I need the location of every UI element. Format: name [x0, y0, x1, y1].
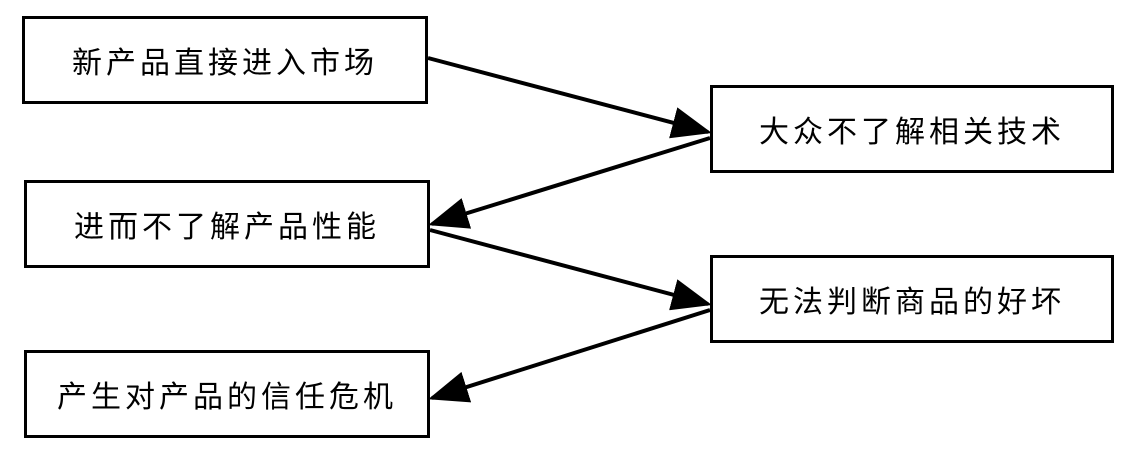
- arrow-3-to-4: [429, 228, 712, 311]
- arrow-2-to-3: [428, 136, 711, 229]
- step-box-3: 进而不了解产品性能: [24, 180, 430, 268]
- step-label-5: 产生对产品的信任危机: [57, 380, 397, 415]
- step-label-1: 新产品直接进入市场: [72, 46, 378, 81]
- arrow-1-to-2: [427, 56, 712, 139]
- arrow-4-to-5: [428, 308, 711, 403]
- step-box-2: 大众不了解相关技术: [710, 85, 1114, 173]
- step-box-5: 产生对产品的信任危机: [24, 350, 430, 438]
- step-label-2: 大众不了解相关技术: [759, 115, 1065, 150]
- step-label-4: 无法判断商品的好坏: [759, 285, 1065, 320]
- step-label-3: 进而不了解产品性能: [74, 210, 380, 245]
- step-box-4: 无法判断商品的好坏: [710, 255, 1114, 343]
- step-box-1: 新产品直接进入市场: [22, 16, 428, 104]
